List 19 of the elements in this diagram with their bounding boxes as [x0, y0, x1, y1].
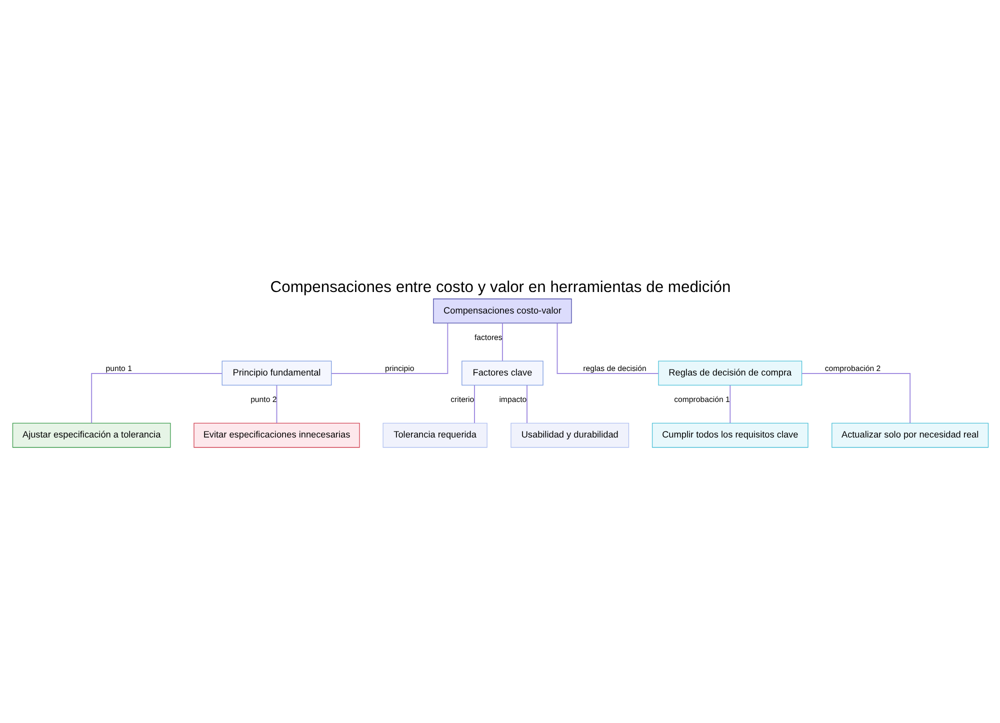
node-box: Compensaciones costo-valor: [432, 298, 572, 323]
connector: [90, 372, 222, 424]
connector: [556, 322, 658, 374]
node-box: Usabilidad y durabilidad: [510, 422, 629, 448]
connector: [801, 372, 910, 424]
connector: [276, 384, 277, 424]
node-box: Reglas de decisión de compra: [658, 360, 802, 386]
connector: [526, 384, 527, 424]
connector: [729, 384, 730, 424]
diagram-title: Compensaciones entre costo y valor en herramientas de medición: [270, 278, 730, 296]
node-box: Cumplir todos los requisitos clave: [651, 422, 808, 448]
node-box: Actualizar solo por necesidad real: [831, 422, 988, 448]
node-box: Factores clave: [461, 360, 543, 386]
connector: [501, 322, 502, 361]
node-box: Ajustar especificación a tolerancia: [12, 422, 170, 448]
node-box: Principio fundamental: [221, 360, 332, 386]
connector: [330, 322, 448, 374]
node-box: Evitar especificaciones innecesarias: [193, 422, 360, 448]
node-box: Tolerancia requerida: [382, 422, 487, 448]
